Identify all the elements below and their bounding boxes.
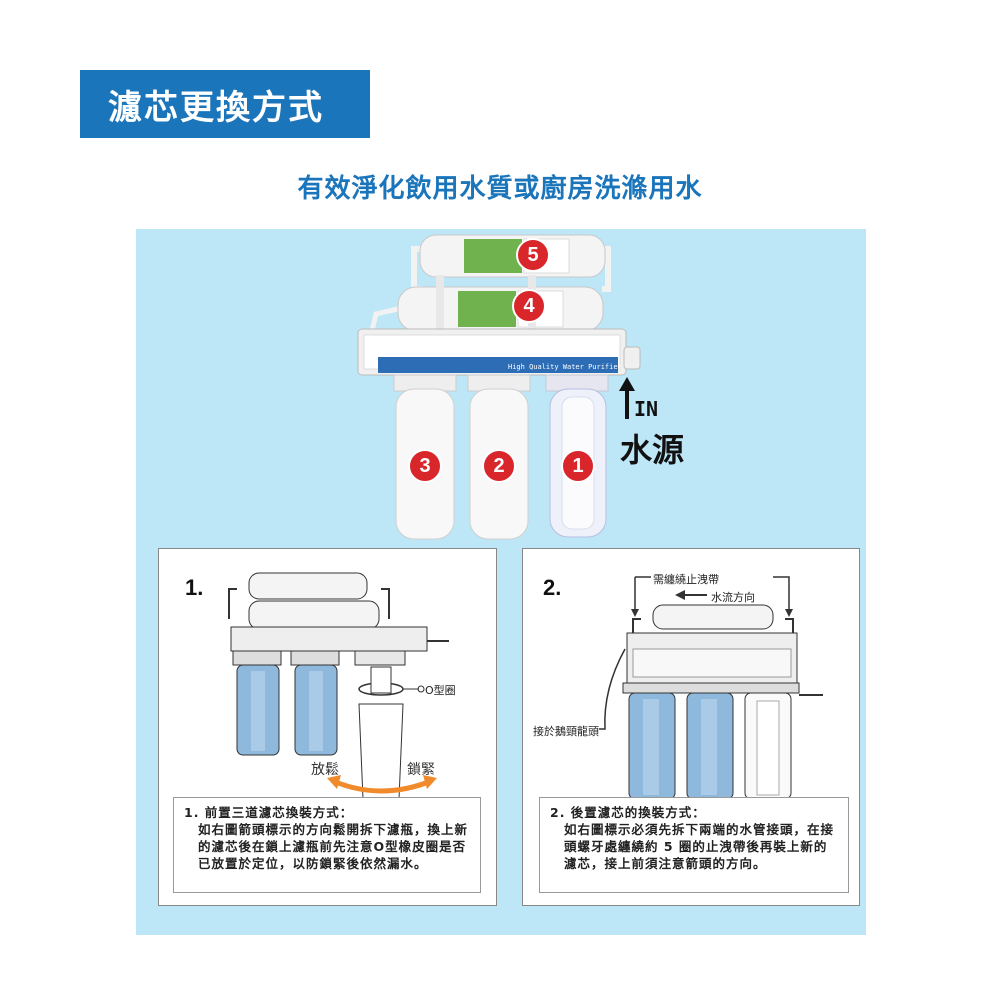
step2-instruction-heading: 2. 後置濾芯的換裝方式：	[550, 805, 706, 820]
brand-text: High Quality Water Purifier	[508, 363, 622, 371]
inlet-label: IN	[634, 397, 659, 421]
step1-instruction-heading: 1. 前置三道濾芯換裝方式：	[184, 805, 354, 820]
stage-badge-1: 1	[561, 449, 595, 483]
step2-instructions: 2. 後置濾芯的換裝方式： 如右圖標示必須先拆下兩端的水管接頭，在接頭螺牙處纏繞…	[539, 797, 849, 893]
stage-badge-3: 3	[408, 449, 442, 483]
step2-number: 2.	[543, 575, 562, 600]
stage-badge-5: 5	[516, 238, 550, 272]
stage-badge-2: 2	[482, 449, 516, 483]
page-title: 濾芯更換方式	[80, 70, 370, 138]
step1-box: 1.	[158, 548, 497, 906]
step2-box: 2.	[522, 548, 860, 906]
content-panel: High Quality Water Purifier 5 4 3 2 1 IN…	[136, 229, 866, 935]
step1-number: 1.	[185, 575, 204, 600]
tape-label: 需纏繞止洩帶	[653, 573, 719, 586]
water-source-label: 水源	[620, 431, 685, 469]
page-subtitle: 有效淨化飲用水質或廚房洗滌用水	[297, 174, 703, 204]
step1-diagram	[228, 572, 449, 799]
loosen-label: 放鬆	[311, 762, 339, 778]
step2-instruction-body: 如右圖標示必須先拆下兩端的水管接頭，在接頭螺牙處纏繞約 5 圈的止洩帶後再裝上新…	[564, 822, 835, 871]
water-purifier-illustration: High Quality Water Purifier 5 4 3 2 1 IN…	[136, 229, 866, 549]
step1-instruction-body: 如右圖箭頭標示的方向鬆開拆下濾瓶，換上新的濾芯後在鎖上濾瓶前先注意O型橡皮圈是否…	[198, 822, 469, 871]
purifier-drawing: High Quality Water Purifier	[357, 234, 641, 540]
flow-direction-label: 水流方向	[711, 591, 755, 604]
o-ring-label: O型圈	[425, 684, 456, 697]
step1-instructions: 1. 前置三道濾芯換裝方式： 如右圖箭頭標示的方向鬆開拆下濾瓶，換上新的濾芯後在…	[173, 797, 481, 893]
faucet-connection-label: 接於鵝頸龍頭	[533, 725, 599, 738]
tighten-label: 鎖緊	[407, 762, 435, 778]
step2-diagram	[599, 576, 823, 799]
stage-badge-4: 4	[512, 289, 546, 323]
